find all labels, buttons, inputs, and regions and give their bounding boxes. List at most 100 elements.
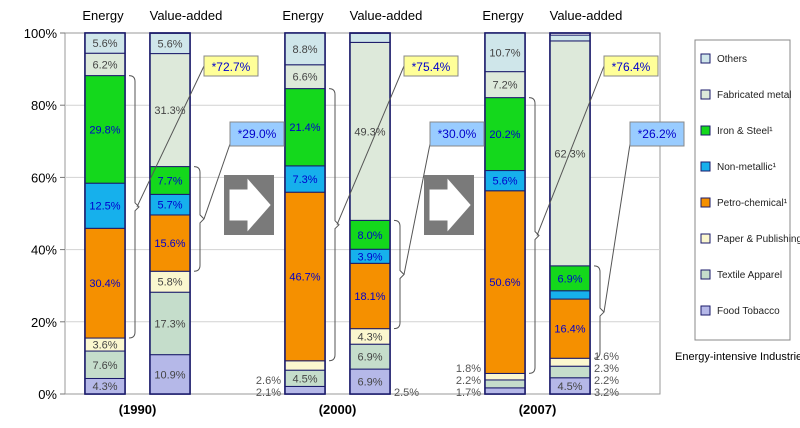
legend-box [694, 39, 791, 341]
data-label-fab: 6.2% [92, 59, 117, 71]
value-added-bar-petro-2007 [549, 298, 591, 359]
energy-bar-others-2007 [484, 32, 526, 73]
data-label-textile: 2.2% [456, 375, 481, 387]
column-header-energy: Energy [282, 8, 324, 23]
data-label-others: 8.8% [292, 44, 317, 56]
energy-bar-petro-2000 [284, 191, 326, 362]
data-label-others: 10.7% [489, 47, 520, 59]
bar-outline [484, 32, 526, 395]
legend-label-paper: Paper & Publishing¹ [717, 234, 800, 245]
legend-swatch-nonmetal [700, 161, 711, 172]
data-label-nonmetal: 5.6% [492, 176, 517, 188]
year-label: (1990) [119, 402, 157, 417]
column-header-value-added: Value-added [550, 8, 623, 23]
energy-share-callout [203, 55, 259, 77]
data-label-nonmetal: 7.3% [292, 174, 317, 186]
column-header-value-added: Value-added [150, 8, 223, 23]
data-label-textile: 17.3% [154, 318, 185, 330]
value-added-bar-paper-2007 [549, 357, 591, 367]
data-label-paper: 5.8% [157, 277, 182, 289]
bar-outline [349, 32, 391, 395]
data-label-nonmetal: 3.9% [357, 251, 382, 263]
energy-bar-fab-2007 [484, 71, 526, 99]
data-label-textile: 3.2% [594, 387, 619, 399]
data-label-others: 5.6% [157, 38, 182, 50]
energy-share-value: *72.7% [212, 60, 251, 74]
data-label-food: 2.1% [256, 387, 281, 399]
energy-brace [528, 97, 540, 374]
bar-outline [549, 32, 591, 395]
bar-outline [149, 32, 191, 395]
legend-swatch-textile [700, 269, 711, 280]
legend-swatch-others [700, 53, 711, 64]
energy-bar-food-2000 [284, 385, 326, 395]
legend-swatch-paper [700, 233, 711, 244]
data-label-fab: 31.3% [154, 105, 185, 117]
column-header-energy: Energy [82, 8, 124, 23]
legend-swatch-fab [700, 89, 711, 100]
value-added-share-value: *26.2% [638, 127, 677, 141]
energy-brace [128, 75, 140, 339]
bar-outline [84, 32, 126, 395]
data-label-iron: 8.0% [357, 230, 382, 242]
value-added-bar-iron-2007 [549, 265, 591, 292]
value-added-share-callout [629, 121, 685, 147]
data-label-fab: 49.3% [354, 126, 385, 138]
energy-bar-food-2007 [484, 387, 526, 395]
value-added-callout-leader [603, 143, 631, 313]
energy-share-callout [403, 55, 459, 77]
year-label: (2007) [519, 402, 557, 417]
value-added-bar-iron-1990 [149, 166, 191, 195]
data-label-food: 1.7% [456, 387, 481, 399]
legend-label-nonmetal: Non-metallic¹ [717, 162, 777, 173]
data-label-textile: 7.6% [92, 360, 117, 372]
transition-arrow-icon [429, 178, 471, 232]
y-tick-label: 80% [31, 98, 57, 113]
energy-share-value: *75.4% [412, 60, 451, 74]
legend-label-fab: Fabricated metal [717, 90, 791, 101]
data-label-iron: 7.7% [157, 175, 182, 187]
column-header-energy: Energy [482, 8, 524, 23]
energy-bar-paper-2007 [484, 372, 526, 381]
y-tick-label: 20% [31, 315, 57, 330]
energy-bar-textile-2007 [484, 379, 526, 389]
data-label-paper: 3.6% [92, 340, 117, 352]
data-label-textile: 4.5% [292, 373, 317, 385]
legend-swatch-iron [700, 125, 711, 136]
energy-bar-paper-2000 [284, 360, 326, 371]
energy-callout-leader [536, 65, 605, 236]
value-added-share-callout [429, 121, 485, 147]
year-label: (2000) [319, 402, 357, 417]
data-label-fab: 6.6% [292, 72, 317, 84]
data-label-nonmetal: 5.7% [157, 200, 182, 212]
energy-share-callout [603, 55, 659, 77]
data-label-paper: 2.6% [256, 375, 281, 387]
legend-label-others: Others [717, 54, 747, 65]
legend-swatch-food [700, 305, 711, 316]
data-label-food: 6.9% [357, 377, 382, 389]
data-label-petro: 16.4% [554, 324, 585, 336]
energy-callout-leader [136, 65, 205, 208]
data-label-food: 4.5% [557, 381, 582, 393]
value-added-share-callout [229, 121, 285, 147]
data-label-petro: 50.6% [489, 277, 520, 289]
energy-bar-iron-2000 [284, 88, 326, 167]
data-label-iron: 29.8% [89, 124, 120, 136]
legend-label-petro: Petro-chemical¹ [717, 198, 788, 209]
data-label-fab: 62.3% [554, 148, 585, 160]
data-label-iron: 6.9% [557, 273, 582, 285]
value-added-bar-textile-1990 [149, 291, 191, 356]
data-label-textile: 6.9% [357, 352, 382, 364]
value-added-bar-textile-2007 [549, 365, 591, 379]
value-added-bar-others-2000 [349, 32, 391, 43]
energy-brace [328, 88, 340, 362]
legend-swatch-petro [700, 197, 711, 208]
energy-bar-petro-2007 [484, 190, 526, 374]
column-header-value-added: Value-added [350, 8, 423, 23]
legend-label-iron: Iron & Steel¹ [717, 126, 773, 137]
data-label-paper: 1.8% [456, 363, 481, 375]
y-tick-label: 0% [38, 387, 57, 402]
data-label-paper: 4.3% [357, 331, 382, 343]
data-label-petro: 18.1% [354, 291, 385, 303]
